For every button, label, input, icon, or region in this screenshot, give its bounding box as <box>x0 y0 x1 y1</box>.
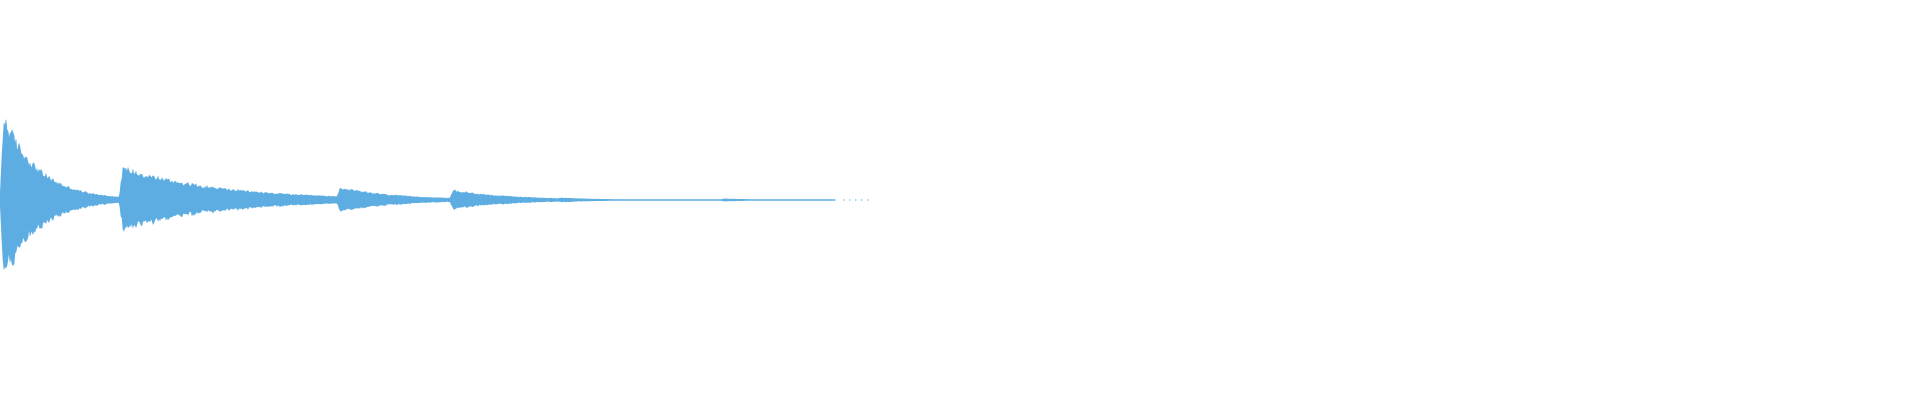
waveform-series <box>0 119 869 270</box>
waveform-tail-dot <box>849 199 851 201</box>
waveform-envelope <box>0 119 836 270</box>
waveform-tail-dot <box>861 199 863 201</box>
waveform-tail-dot <box>843 199 845 201</box>
waveform-tail-dot <box>855 199 857 201</box>
waveform-tail-dot <box>867 199 869 201</box>
